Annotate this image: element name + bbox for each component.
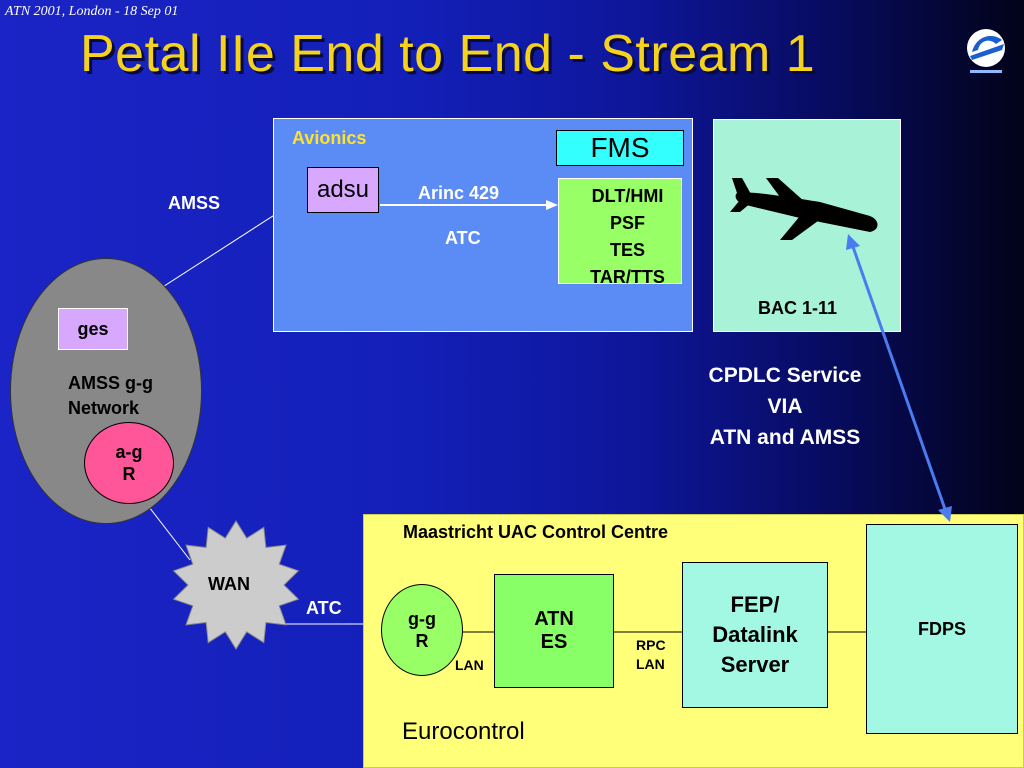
wan-cloud [172, 520, 300, 650]
avionics-atc-label: ATC [445, 228, 481, 248]
fms-functions-box: DLT/HMI PSF TES TAR/TTS [558, 178, 682, 287]
aircraft-name: BAC 1-11 [758, 298, 838, 318]
avionics-label: Avionics [292, 128, 367, 148]
ag-router: a-g R [84, 422, 174, 504]
amss-network-label-line2: Network [68, 398, 140, 418]
fdps-box: FDPS [866, 524, 1018, 734]
fep-datalink-server-box: FEP/ Datalink Server [682, 562, 828, 708]
atn-es-label-line2: ES [540, 631, 568, 653]
fms-box: FMS [556, 130, 684, 166]
atn-es-label-line1: ATN [534, 608, 574, 630]
ag-to-wan-line [145, 502, 191, 561]
service-note-line3: ATN and AMSS [709, 426, 861, 449]
rpc-lan-label-line1: RPC [636, 637, 666, 653]
gg-router-label-line1: g-g [408, 609, 436, 629]
eurocontrol-logo-icon [967, 29, 1005, 73]
atn-es-box: ATN ES [494, 574, 614, 688]
control-centre-title: Maastricht UAC Control Centre [403, 522, 669, 542]
fms-function-item: TES [609, 240, 645, 260]
fms-function-item: PSF [609, 213, 645, 233]
cpdlc-link-arrow [846, 234, 952, 522]
gg-router: g-g R [381, 584, 463, 676]
amss-label: AMSS [168, 193, 221, 213]
ges-box: ges [58, 308, 128, 350]
arinc-arrow [380, 200, 558, 210]
wan-label: WAN [208, 574, 250, 594]
fep-label-line3: Server [720, 652, 790, 677]
centre-links [463, 631, 866, 633]
service-note-line2: VIA [767, 395, 803, 418]
rpc-lan-label-line2: LAN [636, 656, 665, 672]
adsu-box: adsu [307, 167, 379, 213]
lan-label: LAN [455, 657, 484, 673]
fms-function-item: DLT/HMI [591, 186, 664, 206]
service-note-line1: CPDLC Service [708, 364, 862, 387]
rpc-lan-label: RPC LAN [636, 636, 666, 674]
amss-network-label-line1: AMSS g-g [68, 373, 153, 393]
eurocontrol-label: Eurocontrol [402, 718, 525, 745]
page-title: Petal IIe End to End - Stream 1 [80, 25, 816, 83]
ag-router-label-line2: R [122, 464, 136, 484]
wan-atc-label: ATC [306, 598, 342, 618]
footer-note: ATN 2001, London - 18 Sep 01 [5, 4, 179, 19]
airplane-icon [730, 178, 878, 240]
service-note: CPDLC Service VIA ATN and AMSS [680, 360, 890, 453]
ag-router-label-line1: a-g [115, 442, 143, 462]
gg-router-label-line2: R [415, 631, 429, 651]
arinc-429-label: Arinc 429 [418, 183, 500, 203]
fep-label-line2: Datalink [712, 622, 798, 647]
fms-function-item: TAR/TTS [590, 267, 665, 287]
fep-label-line1: FEP/ [730, 592, 780, 617]
